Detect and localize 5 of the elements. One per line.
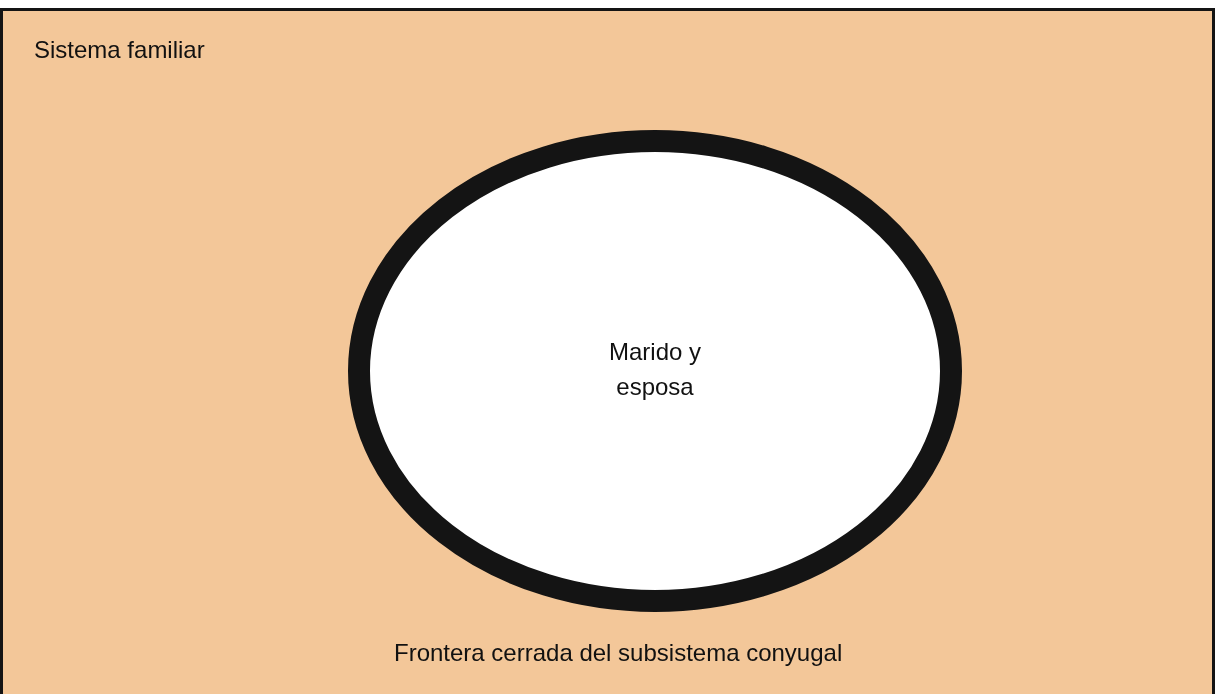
node-label: Marido y esposa	[608, 337, 702, 402]
subsystem-ellipse	[348, 130, 962, 612]
boundary-caption: Frontera cerrada del subsistema conyugal	[394, 638, 843, 668]
panel-title: Sistema familiar	[34, 35, 205, 65]
system-panel	[0, 8, 1215, 694]
